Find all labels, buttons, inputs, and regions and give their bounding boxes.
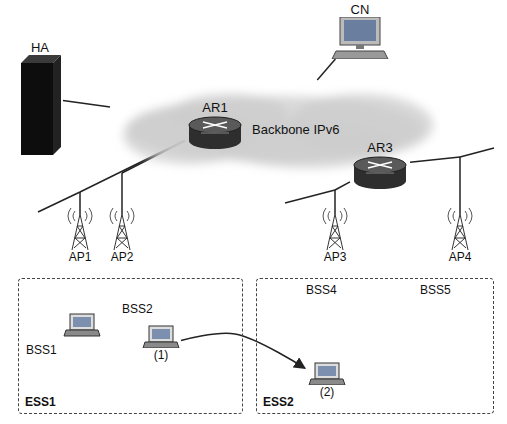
antenna-symbol: [105, 173, 139, 250]
router-symbol-part: [368, 162, 392, 168]
node-label: AP3: [324, 250, 347, 264]
laptop-icon-part: [143, 326, 179, 348]
server-tower-part: [21, 63, 53, 155]
antenna-symbol-part: [459, 157, 461, 214]
connector: [181, 333, 305, 368]
antenna-symbol-part: [323, 208, 347, 224]
node-label: AP2: [111, 250, 134, 264]
antenna-symbol: [63, 192, 97, 250]
antenna-symbol: [443, 157, 477, 250]
label-anchor: BSS1: [26, 343, 57, 357]
connector: [335, 182, 350, 190]
laptop-icon: [305, 359, 349, 385]
server-tower: [17, 55, 63, 155]
computer-icon-part: [340, 17, 380, 45]
label-anchor: BSS4: [306, 283, 337, 297]
node-label: ESS2: [263, 395, 294, 410]
router-symbol-part: [201, 133, 229, 134]
antenna-symbol: [318, 190, 352, 250]
connector: [410, 157, 460, 162]
laptop-icon-part: [309, 379, 345, 385]
bus-line: [38, 192, 80, 212]
server-tower-part: [53, 55, 61, 155]
antenna-symbol-part: [448, 208, 472, 224]
node-label: Backbone IPv6: [252, 122, 339, 137]
laptop-icon-part: [152, 329, 170, 339]
computer-icon-part: [332, 51, 388, 59]
access-point: AP1: [63, 192, 97, 264]
laptop-icon-part: [149, 326, 173, 342]
access-router: AR1: [185, 100, 245, 151]
router-symbol: [185, 115, 245, 151]
bus-line: [460, 148, 494, 157]
access-point: AP2: [105, 173, 139, 264]
laptop-icon-part: [315, 363, 339, 379]
router-symbol-part: [189, 133, 241, 149]
laptop-icon: [141, 324, 181, 348]
laptop-screen: [70, 314, 94, 330]
access-point: AP3: [318, 190, 352, 264]
laptop-icon-part: [143, 342, 179, 348]
antenna-symbol-part: [79, 192, 81, 214]
router-symbol-part: [366, 173, 394, 174]
connector: [63, 101, 110, 107]
label-anchor: BSS5: [420, 283, 451, 297]
node-label: (2): [320, 385, 335, 399]
antenna-symbol-part: [68, 208, 92, 224]
laptop-icon-part: [309, 363, 345, 385]
ess-region: ESS2 (2): [256, 278, 494, 414]
router-symbol-part: [189, 117, 241, 133]
node-label: (1): [154, 348, 169, 362]
computer-icon-part: [344, 20, 376, 41]
mobile-node: (1): [141, 324, 181, 362]
node-label: AP4: [449, 250, 472, 264]
node-label: CN: [351, 2, 370, 17]
node-label: AR1: [202, 100, 227, 115]
bss-label: BSS5: [420, 283, 451, 297]
laptop-icon-part: [318, 366, 336, 376]
node-label: AP1: [69, 250, 92, 264]
bus-line: [285, 190, 335, 203]
bss-label: BSS4: [306, 283, 337, 297]
access-router: AR3: [350, 140, 410, 191]
router-symbol-part: [354, 157, 406, 173]
laptop-base: [64, 330, 100, 336]
computer-icon-part: [356, 45, 364, 49]
antenna-symbol-part: [334, 190, 336, 214]
label-anchor: BSS2: [122, 302, 153, 316]
mobile-node: (2): [305, 359, 349, 399]
antenna-symbol-part: [121, 173, 123, 214]
router-symbol-part: [203, 122, 227, 128]
laptop-icon: [64, 314, 100, 336]
router-symbol-part: [354, 173, 406, 189]
node-label: ESS1: [25, 395, 56, 410]
bss-label: BSS2: [122, 302, 153, 316]
computer-icon-part: [332, 17, 388, 59]
router-symbol: [350, 155, 410, 191]
correspondent-node: CN: [330, 2, 390, 59]
connector: [317, 59, 335, 80]
home-agent-server: HA: [17, 40, 63, 155]
node-label: HA: [31, 40, 49, 55]
antenna-symbol-part: [110, 208, 134, 224]
node-label: AR3: [367, 140, 392, 155]
computer-icon: [330, 17, 390, 59]
bss-label: BSS1: [26, 343, 57, 357]
laptop-display: [73, 317, 91, 327]
access-point: AP4: [443, 157, 477, 264]
